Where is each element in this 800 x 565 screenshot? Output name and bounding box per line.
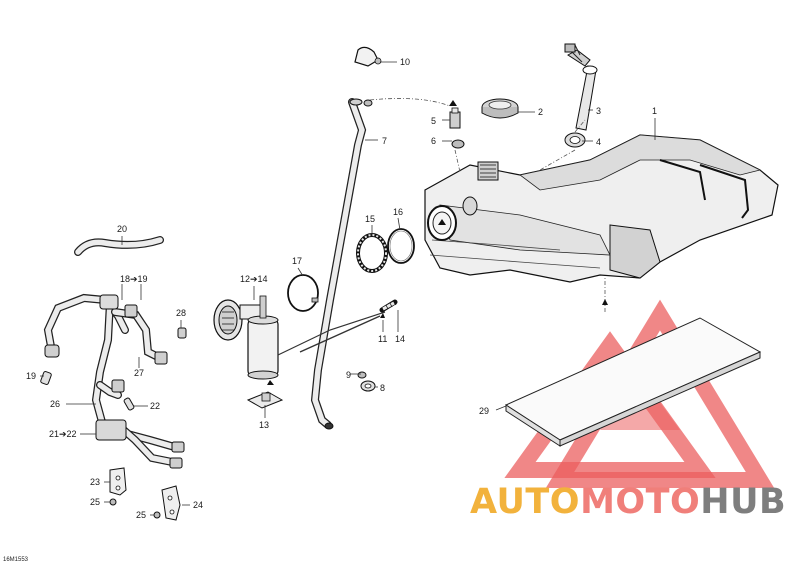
pump-clamp (287, 274, 319, 312)
bracket-right (161, 485, 181, 521)
watermark-hub: HUB (700, 482, 786, 522)
callout-19: 19 (26, 371, 36, 381)
callout-5: 5 (431, 116, 436, 126)
hose-clip (357, 371, 376, 392)
fuel-level-sender (299, 299, 398, 353)
callout-15: 15 (365, 214, 375, 224)
fuel-line-assembly (40, 236, 187, 469)
bracket-left (109, 467, 127, 496)
grommet (564, 132, 586, 148)
callout-23: 23 (90, 477, 100, 487)
filler-neck (564, 43, 598, 131)
pump-gasket (356, 233, 388, 273)
nuts (109, 498, 161, 519)
watermark-auto: AUTO (470, 482, 580, 522)
callout-25-left: 25 (90, 497, 100, 507)
leader-lines (40, 61, 656, 516)
vent-hose (310, 98, 373, 430)
callout-13: 13 (259, 420, 269, 430)
callout-16: 16 (393, 207, 403, 217)
fuel-cap (481, 98, 519, 119)
fuel-tank (424, 134, 779, 283)
drawing-code: 16M1553 (3, 557, 29, 563)
o-ring (387, 228, 415, 264)
callout-14: 14 (395, 334, 405, 344)
watermark-moto: MOTO (580, 482, 700, 522)
callout-24: 24 (193, 500, 203, 510)
callout-29: 29 (479, 406, 489, 416)
callout-4: 4 (596, 137, 601, 147)
fuel-pump-module (213, 295, 386, 385)
callout-9: 9 (346, 370, 351, 380)
callout-7: 7 (382, 136, 387, 146)
vent-clip (354, 46, 382, 67)
callout-3: 3 (596, 106, 601, 116)
pump-strainer (246, 391, 284, 409)
callout-12-14: 12➔14 (240, 274, 268, 284)
watermark-wordmark: AUTOMOTOHUB (470, 482, 786, 522)
callout-22: 22 (150, 401, 160, 411)
callout-8: 8 (380, 383, 385, 393)
callout-17: 17 (292, 256, 302, 266)
callout-6: 6 (431, 136, 436, 146)
vent-valve (449, 100, 465, 149)
callout-28: 28 (176, 308, 186, 318)
callout-1: 1 (652, 106, 657, 116)
callout-27: 27 (134, 368, 144, 378)
callout-21-22: 21➔22 (49, 429, 77, 439)
callout-2: 2 (538, 107, 543, 117)
callout-25-right: 25 (136, 510, 146, 520)
part-callouts: 1 2 3 4 5 6 7 10 15 16 17 12➔14 11 14 9 … (26, 57, 657, 520)
callout-20: 20 (117, 224, 127, 234)
tank-pad (504, 317, 762, 447)
callout-26: 26 (50, 399, 60, 409)
callout-10: 10 (400, 57, 410, 67)
callout-11: 11 (378, 334, 387, 344)
callout-18-19: 18➔19 (120, 274, 148, 284)
svg-text:AUTOMOTOHUB: AUTOMOTOHUB (470, 482, 786, 522)
